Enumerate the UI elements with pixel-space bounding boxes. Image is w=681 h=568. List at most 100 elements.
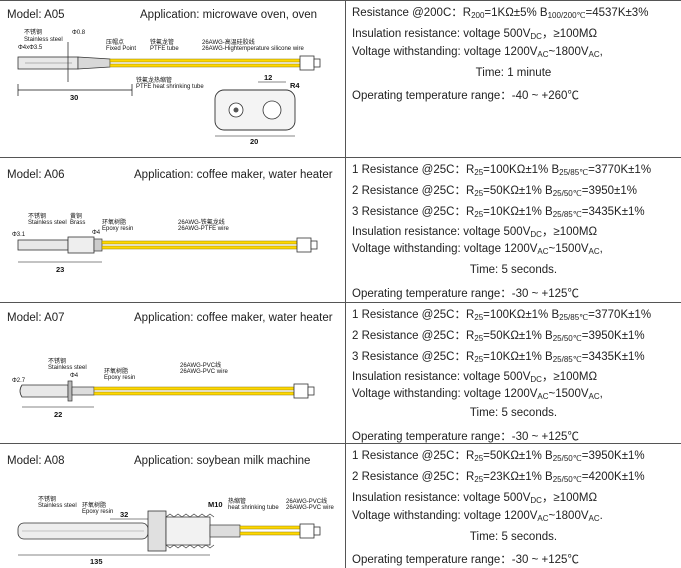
label-en: 26AWG-Hightemperature silicone wire: [202, 46, 304, 52]
hex-nut: [147, 510, 167, 552]
label-cn: 热缩管: [228, 497, 246, 505]
spec-line: Operating temperature range：-40 ~ +260℃: [352, 90, 579, 102]
spec-line: 1 Resistance @25C：R25=100KΩ±1% B25/85℃=3…: [352, 164, 652, 177]
a05-drawing: 30 不锈钢 Stainless steel Φ4xΦ3.5 Φ0.8 压帽点 …: [17, 28, 321, 146]
spec-time: Time: 5 seconds.: [469, 531, 558, 543]
a07-drawing: 22 不锈钢 Stainless steel 环氧树脂 Epoxy resin …: [12, 357, 315, 419]
spec-time: Time: 1 minute: [475, 67, 552, 79]
application-label: Application: microwave oven, oven: [140, 9, 318, 21]
wire-1: [101, 240, 298, 245]
spec-line: Insulation resistance: voltage 500VDC，≥1…: [352, 371, 598, 384]
label-en: 26AWG-PTFE wire: [178, 226, 229, 232]
dim-r4: R4: [290, 81, 300, 90]
mounting-tab: [214, 89, 296, 131]
label-en: Stainless steel: [48, 365, 87, 371]
spec-time: Time: 5 seconds.: [469, 407, 558, 419]
label-en: heat shrinking tube: [228, 505, 279, 511]
label-en: Epoxy resin: [82, 509, 113, 515]
label-en: Stainless steel: [28, 220, 67, 226]
dim-32: 32: [120, 510, 128, 519]
spec-line: 2 Resistance @25C：R25=50KΩ±1% B25/50℃=39…: [352, 185, 637, 198]
model-label: Model: A06: [7, 169, 65, 181]
table-row: Model: A07 Application: coffee maker, wa…: [0, 302, 681, 443]
table-border-top: [0, 0, 681, 1]
application-label: Application: coffee maker, water heater: [134, 169, 333, 181]
a08-drawing: 32 135 不锈钢 Stainless steel 环氧树脂 Epoxy re…: [17, 495, 334, 566]
spec-line: Insulation resistance: voltage 500VDC，≥1…: [352, 226, 598, 239]
table-row: Model: A08 Application: soybean milk mac…: [0, 443, 681, 568]
spec-line: 2 Resistance @25C：R25=23KΩ±1% B25/50℃=42…: [352, 471, 645, 484]
dim-12: 12: [264, 73, 272, 82]
label-en: Epoxy resin: [102, 226, 133, 232]
heat-shrink: [209, 524, 241, 538]
table-row: Model: A05 Application: microwave oven, …: [0, 0, 681, 157]
label-en: Stainless steel: [24, 37, 63, 43]
a06-drawing: 23 不锈钢 Stainless steel 黄铜 Brass 环氧树脂 Epo…: [12, 212, 318, 274]
label-cn: 26AWG-高温硅胶线: [202, 38, 255, 46]
spec-line: Voltage withstanding: voltage 1200VAC~18…: [352, 46, 603, 59]
label-en: Fixed Point: [106, 46, 136, 52]
spec-line: Operating temperature range：-30 ~ +125℃: [352, 288, 579, 300]
label-en: Stainless steel: [38, 503, 77, 509]
spec-time: Time: 5 seconds.: [469, 264, 558, 276]
model-label: Model: A08: [7, 455, 65, 467]
connector: [299, 55, 315, 71]
model-label: Model: A07: [7, 312, 65, 324]
label-en: 26AWG-PVC wire: [180, 369, 228, 375]
spec-line: Voltage withstanding: voltage 1200VAC~15…: [352, 388, 603, 401]
dim-23: 23: [56, 265, 64, 274]
spec-line: 1 Resistance @25C：R25=50KΩ±1% B25/50℃=39…: [352, 450, 645, 463]
label-m10: M10: [208, 500, 223, 509]
spec-line: 3 Resistance @25C：R25=10KΩ±1% B25/85℃=34…: [352, 206, 645, 219]
label-en: Epoxy resin: [104, 375, 135, 381]
table-row: Model: A06 Application: coffee maker, wa…: [0, 157, 681, 302]
application-label: Application: soybean milk machine: [134, 455, 311, 467]
wire-1: [239, 525, 301, 530]
label-cn: 环氧树脂: [82, 501, 106, 509]
column-divider: [345, 0, 346, 568]
label-cn: 黄铜: [70, 212, 82, 220]
model-label: Model: A05: [7, 9, 65, 21]
connector: [296, 237, 312, 253]
connector: [299, 523, 315, 539]
wire-1: [109, 58, 301, 63]
label-en: PTFE tube: [150, 46, 179, 52]
label-cn: 26AWG-铁氟龙线: [178, 218, 225, 226]
wire-1: [93, 386, 295, 391]
label-cn: 压帽点: [106, 38, 124, 46]
label-en: 26AWG-PVC wire: [286, 505, 334, 511]
application-label: Application: coffee maker, water heater: [134, 312, 333, 324]
connector: [293, 383, 309, 399]
dim-20: 20: [250, 137, 258, 146]
stainless-probe: [17, 239, 69, 251]
spec-line: Insulation resistance: voltage 500VDC，≥1…: [352, 492, 598, 505]
spec-line: Operating temperature range：-30 ~ +125℃: [352, 431, 579, 443]
spec-line: Voltage withstanding: voltage 1200VAC~18…: [352, 510, 603, 523]
label-en: PTFE heat shrinking tube: [136, 84, 204, 90]
spec-line: 3 Resistance @25C：R25=10KΩ±1% B25/85℃=34…: [352, 351, 645, 364]
dim-22: 22: [54, 410, 62, 419]
label-cn: 环氧树脂: [102, 218, 126, 226]
label-dia: Φ3.1: [12, 232, 26, 238]
spec-line: Voltage withstanding: voltage 1200VAC~15…: [352, 243, 603, 256]
row-divider: [0, 157, 681, 158]
spec-line: Resistance @200C：R200=1KΩ±5% B100/200℃=4…: [352, 7, 649, 20]
label-cn: 26AWG-PVC线: [286, 497, 327, 505]
wire-2: [109, 63, 301, 68]
spec-line: 2 Resistance @25C：R25=50KΩ±1% B25/50℃=39…: [352, 330, 645, 343]
label-en: Brass: [70, 220, 85, 226]
spec-line: 1 Resistance @25C：R25=100KΩ±1% B25/85℃=3…: [352, 309, 652, 322]
wire-2: [93, 391, 295, 396]
label-cn: 铁氟龙热缩管: [136, 76, 172, 84]
brass-sleeve: [67, 236, 95, 254]
label-cn: 不锈钢: [38, 495, 56, 503]
label-cn: 铁氟龙管: [150, 38, 174, 46]
stainless-probe: [19, 384, 69, 398]
row-divider: [0, 302, 681, 303]
wire-2: [101, 245, 298, 250]
row-divider: [0, 443, 681, 444]
label-cn: 不锈钢: [48, 357, 66, 365]
spec-line: Insulation resistance: voltage 500VDC，≥1…: [352, 28, 598, 41]
label-dia2: Φ0.8: [72, 30, 86, 36]
label-cn: 26AWG-PVC线: [180, 361, 221, 369]
